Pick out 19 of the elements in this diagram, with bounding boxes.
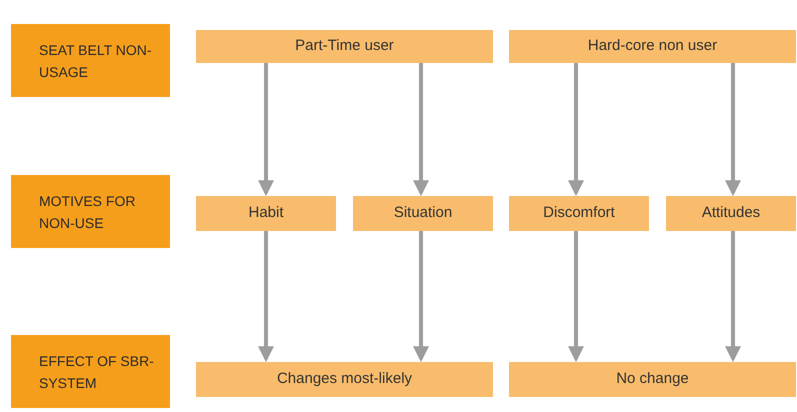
category-box: Situation	[353, 196, 493, 231]
arrow	[568, 63, 584, 196]
row-header-box: MOTIVES FOR NON-USE	[11, 175, 170, 248]
arrow	[413, 63, 429, 196]
arrow	[568, 231, 584, 362]
arrow	[413, 231, 429, 362]
arrow	[725, 231, 741, 362]
category-box: Attitudes	[666, 196, 796, 231]
category-box: Changes most-likely	[196, 362, 493, 397]
category-box: Hard-core non user	[509, 30, 796, 63]
arrow	[258, 63, 274, 196]
category-box: Discomfort	[509, 196, 649, 231]
arrow	[258, 231, 274, 362]
category-box: Habit	[196, 196, 336, 231]
row-header-box: SEAT BELT NON-USAGE	[11, 24, 170, 97]
row-header-box: EFFECT OF SBR-SYSTEM	[11, 335, 170, 408]
category-box: Part-Time user	[196, 30, 493, 63]
arrow	[725, 63, 741, 196]
category-box: No change	[509, 362, 796, 397]
